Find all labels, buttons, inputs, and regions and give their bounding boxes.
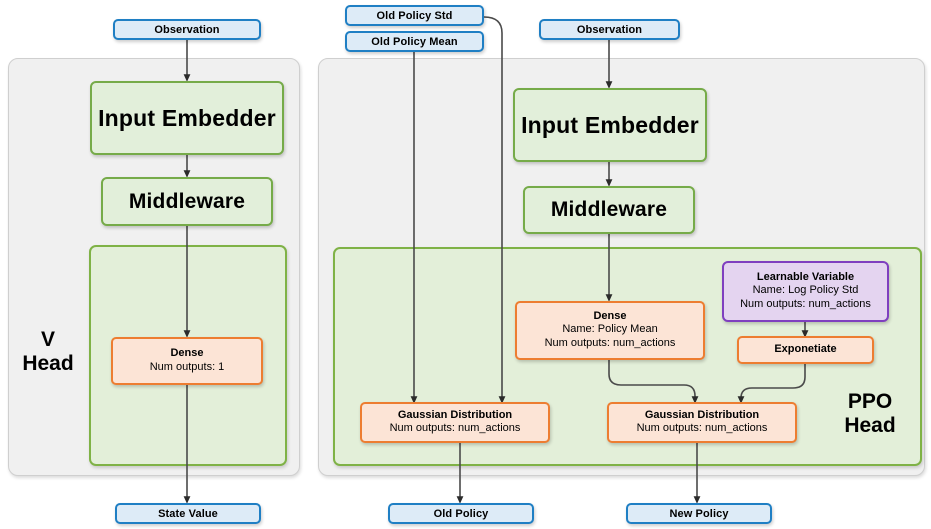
v-dense-num-outputs: Num outputs: 1 [149,360,225,373]
input-observation-right[interactable]: Observation [539,19,680,40]
ppo-dense-title: Dense [593,310,627,323]
ppo-dense-name: Name: Policy Mean [562,323,658,336]
ppo-learnable-variable[interactable]: Learnable Variable Name: Log Policy Std … [722,261,889,322]
ppo-gaussian-new-title: Gaussian Distribution [644,408,760,421]
input-old-policy-std[interactable]: Old Policy Std [345,5,484,26]
ppo-head-caption: PPO Head [822,390,918,439]
output-old-policy-label: Old Policy [433,507,489,520]
ppo-input-embedder-label: Input Embedder [521,111,699,138]
ppo-head-caption-line1: PPO [847,390,893,413]
ppo-gaussian-old-num-outputs: Num outputs: num_actions [389,422,521,435]
output-state-value-label: State Value [158,507,218,520]
output-new-policy[interactable]: New Policy [626,503,772,524]
output-old-policy[interactable]: Old Policy [388,503,534,524]
input-old-policy-mean-label: Old Policy Mean [371,35,458,48]
input-observation-right-label: Observation [576,23,643,36]
ppo-exponetiate-label: Exponetiate [774,343,837,356]
v-dense-title: Dense [170,347,204,360]
ppo-gaussian-new-num-outputs: Num outputs: num_actions [636,422,768,435]
input-observation-left[interactable]: Observation [113,19,261,40]
v-head-caption: V Head [8,328,88,377]
v-middleware[interactable]: Middleware [101,177,273,226]
v-input-embedder-label: Input Embedder [98,104,276,131]
output-new-policy-label: New Policy [669,507,729,520]
ppo-gaussian-new[interactable]: Gaussian Distribution Num outputs: num_a… [607,402,797,443]
ppo-gaussian-old[interactable]: Gaussian Distribution Num outputs: num_a… [360,402,550,443]
ppo-input-embedder[interactable]: Input Embedder [513,88,707,162]
v-middleware-label: Middleware [128,189,246,213]
ppo-middleware-label: Middleware [550,198,668,221]
v-input-embedder[interactable]: Input Embedder [90,81,284,155]
input-old-policy-mean[interactable]: Old Policy Mean [345,31,484,52]
ppo-dense-num-outputs: Num outputs: num_actions [544,337,676,350]
ppo-head-caption-line2: Head [844,414,896,438]
ppo-middleware[interactable]: Middleware [523,186,695,234]
v-head-caption-line2: Head [22,352,74,376]
input-observation-left-label: Observation [154,23,220,36]
ppo-learnable-variable-title: Learnable Variable [756,271,855,284]
ppo-learnable-variable-name: Name: Log Policy Std [752,284,859,297]
output-state-value[interactable]: State Value [115,503,261,524]
ppo-gaussian-old-title: Gaussian Distribution [397,408,513,421]
ppo-exponetiate[interactable]: Exponetiate [737,336,874,364]
v-dense[interactable]: Dense Num outputs: 1 [111,337,263,385]
v-head-caption-line1: V [40,328,55,351]
input-old-policy-std-label: Old Policy Std [376,9,453,22]
ppo-learnable-variable-num-outputs: Num outputs: num_actions [740,298,871,311]
ppo-dense-policy-mean[interactable]: Dense Name: Policy Mean Num outputs: num… [515,301,705,360]
